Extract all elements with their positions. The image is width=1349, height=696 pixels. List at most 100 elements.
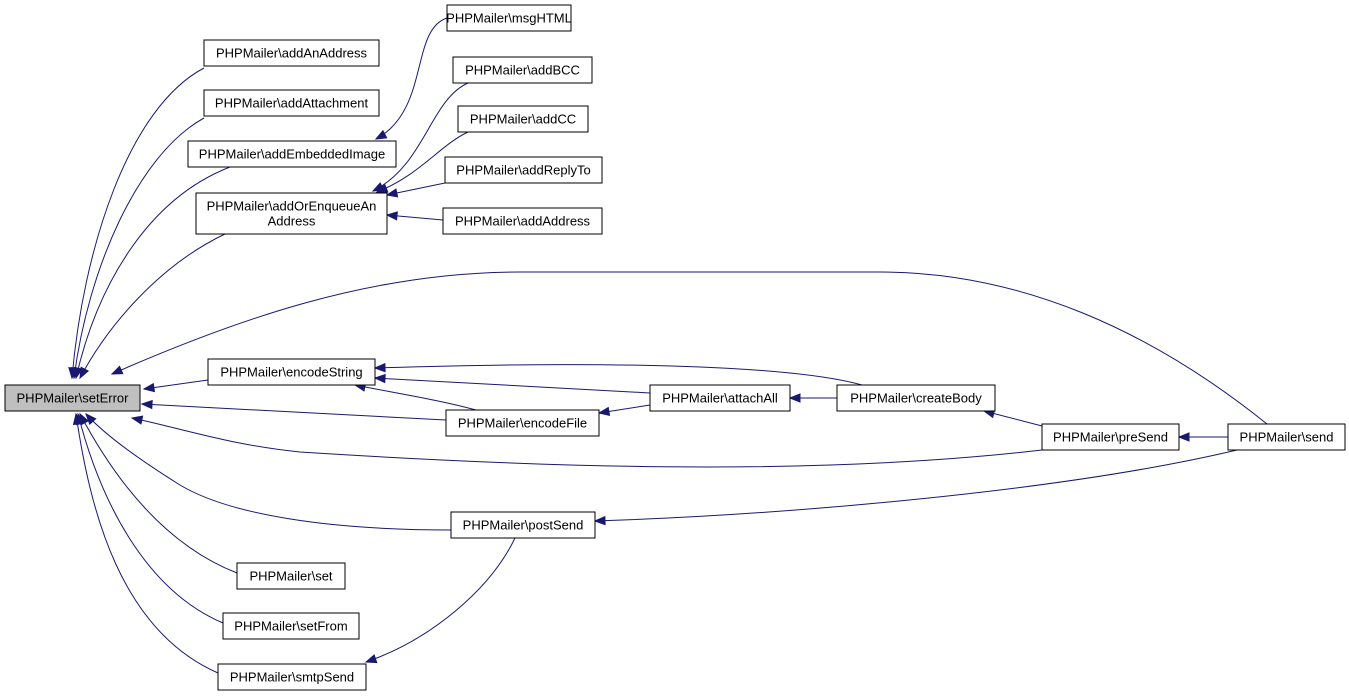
edge-line xyxy=(111,271,1268,425)
edge-pre-send-to-create-body xyxy=(982,409,1043,427)
arrowhead-icon xyxy=(140,399,153,410)
node-add-attachment[interactable]: PHPMailer\addAttachment xyxy=(203,89,380,117)
node-set-from[interactable]: PHPMailer\setFrom xyxy=(222,612,360,640)
arrowhead-icon xyxy=(788,393,801,403)
node-label: PHPMailer\addOrEnqueueAn xyxy=(207,199,377,214)
edge-post-send-to-set-error xyxy=(85,413,452,531)
edge-smtp-send-to-set-error xyxy=(72,412,219,674)
edge-attach-all-to-encode-file xyxy=(597,404,651,417)
arrowhead-icon xyxy=(85,413,97,425)
edge-line xyxy=(372,82,469,192)
arrowhead-icon xyxy=(130,415,144,425)
node-box[interactable] xyxy=(452,56,593,84)
node-box[interactable] xyxy=(236,562,346,590)
node-box[interactable] xyxy=(1227,423,1346,451)
edge-line xyxy=(141,403,447,421)
arrowhead-icon xyxy=(373,362,386,373)
edge-line xyxy=(594,449,1238,522)
edge-encode-file-to-encode-string xyxy=(353,382,477,411)
node-label: PHPMailer\addReplyTo xyxy=(456,163,590,178)
edge-add-or-enqueue-an-address-to-set-error xyxy=(79,233,226,380)
edge-send-to-pre-send xyxy=(1177,432,1228,442)
arrowhead-icon xyxy=(110,365,124,375)
node-label: PHPMailer\msgHTML xyxy=(446,11,572,26)
node-label: PHPMailer\preSend xyxy=(1053,430,1168,445)
node-attach-all[interactable]: PHPMailer\attachAll xyxy=(649,384,791,412)
edge-smtp-send-to-post-send xyxy=(364,537,516,664)
node-create-body[interactable]: PHPMailer\createBody xyxy=(836,384,996,412)
arrowhead-icon xyxy=(72,412,83,426)
edge-line xyxy=(79,233,226,379)
node-label: PHPMailer\createBody xyxy=(850,391,982,406)
edge-line xyxy=(374,364,863,386)
node-box[interactable] xyxy=(195,192,388,235)
node-add-reply-to[interactable]: PHPMailer\addReplyTo xyxy=(444,156,603,184)
arrowhead-icon xyxy=(79,366,90,380)
node-box[interactable] xyxy=(4,384,141,412)
node-encode-file[interactable]: PHPMailer\encodeFile xyxy=(445,409,600,437)
node-label: PHPMailer\postSend xyxy=(463,518,584,533)
node-label: PHPMailer\addCC xyxy=(470,112,576,127)
node-box[interactable] xyxy=(1041,423,1180,451)
node-box[interactable] xyxy=(836,384,996,412)
node-box[interactable] xyxy=(649,384,791,412)
node-add-an-address[interactable]: PHPMailer\addAnAddress xyxy=(203,39,380,67)
node-smtp-send[interactable]: PHPMailer\smtpSend xyxy=(217,663,367,691)
nodes-layer: PHPMailer\setError PHPMailer\addAnAddress… xyxy=(4,4,1346,691)
node-box[interactable] xyxy=(445,409,600,437)
edge-line xyxy=(79,413,238,574)
edge-send-to-set-error xyxy=(110,271,1268,425)
arrowhead-icon xyxy=(142,382,156,393)
node-box[interactable] xyxy=(207,358,376,386)
edge-create-body-to-encode-string xyxy=(373,362,863,386)
node-box[interactable] xyxy=(457,105,589,133)
edge-add-cc-to-add-or-enqueue-an-address xyxy=(375,131,469,193)
edge-send-to-post-send xyxy=(593,449,1238,526)
node-box[interactable] xyxy=(203,39,380,67)
node-label: PHPMailer\setError xyxy=(17,391,130,406)
edges-layer xyxy=(68,17,1268,674)
node-set-error[interactable]: PHPMailer\setError xyxy=(4,384,141,412)
node-set[interactable]: PHPMailer\set xyxy=(236,562,346,590)
edge-encode-string-to-set-error xyxy=(142,379,209,393)
node-add-embedded-image[interactable]: PHPMailer\addEmbeddedImage xyxy=(187,140,397,168)
edge-add-address-to-add-or-enqueue-an-address xyxy=(385,211,444,221)
edge-pre-send-to-set-error xyxy=(130,415,1043,468)
edge-line xyxy=(376,131,469,193)
edge-line xyxy=(73,117,205,379)
node-msg-html[interactable]: PHPMailer\msgHTML xyxy=(446,4,572,32)
edge-line xyxy=(75,413,219,674)
node-pre-send[interactable]: PHPMailer\preSend xyxy=(1041,423,1180,451)
node-post-send[interactable]: PHPMailer\postSend xyxy=(450,511,596,539)
node-box[interactable] xyxy=(444,156,603,184)
edge-line xyxy=(85,413,452,531)
edge-line xyxy=(143,379,209,390)
edge-line xyxy=(75,166,231,379)
edge-line xyxy=(354,384,477,411)
node-label: PHPMailer\addAddress xyxy=(455,214,591,229)
edge-attach-all-to-encode-string xyxy=(373,373,651,394)
node-box[interactable] xyxy=(187,140,397,168)
node-box[interactable] xyxy=(450,511,596,539)
node-encode-string[interactable]: PHPMailer\encodeString xyxy=(207,358,376,386)
node-box[interactable] xyxy=(442,207,603,235)
node-send[interactable]: PHPMailer\send xyxy=(1227,423,1346,451)
node-box[interactable] xyxy=(446,4,572,32)
edge-line xyxy=(71,67,205,379)
node-label: PHPMailer\set xyxy=(249,569,332,584)
edge-line xyxy=(131,417,1043,468)
edge-create-body-to-attach-all xyxy=(788,393,837,403)
node-box[interactable] xyxy=(217,663,367,691)
node-add-cc[interactable]: PHPMailer\addCC xyxy=(457,105,589,133)
node-box[interactable] xyxy=(222,612,360,640)
node-add-bcc[interactable]: PHPMailer\addBCC xyxy=(452,56,593,84)
arrowhead-icon xyxy=(73,366,83,380)
node-label: PHPMailer\attachAll xyxy=(662,391,778,406)
node-add-address[interactable]: PHPMailer\addAddress xyxy=(442,207,603,235)
edge-add-attachment-to-set-error xyxy=(70,117,205,380)
node-box[interactable] xyxy=(203,89,380,117)
arrowhead-icon xyxy=(385,211,398,221)
arrowhead-icon xyxy=(593,515,606,526)
